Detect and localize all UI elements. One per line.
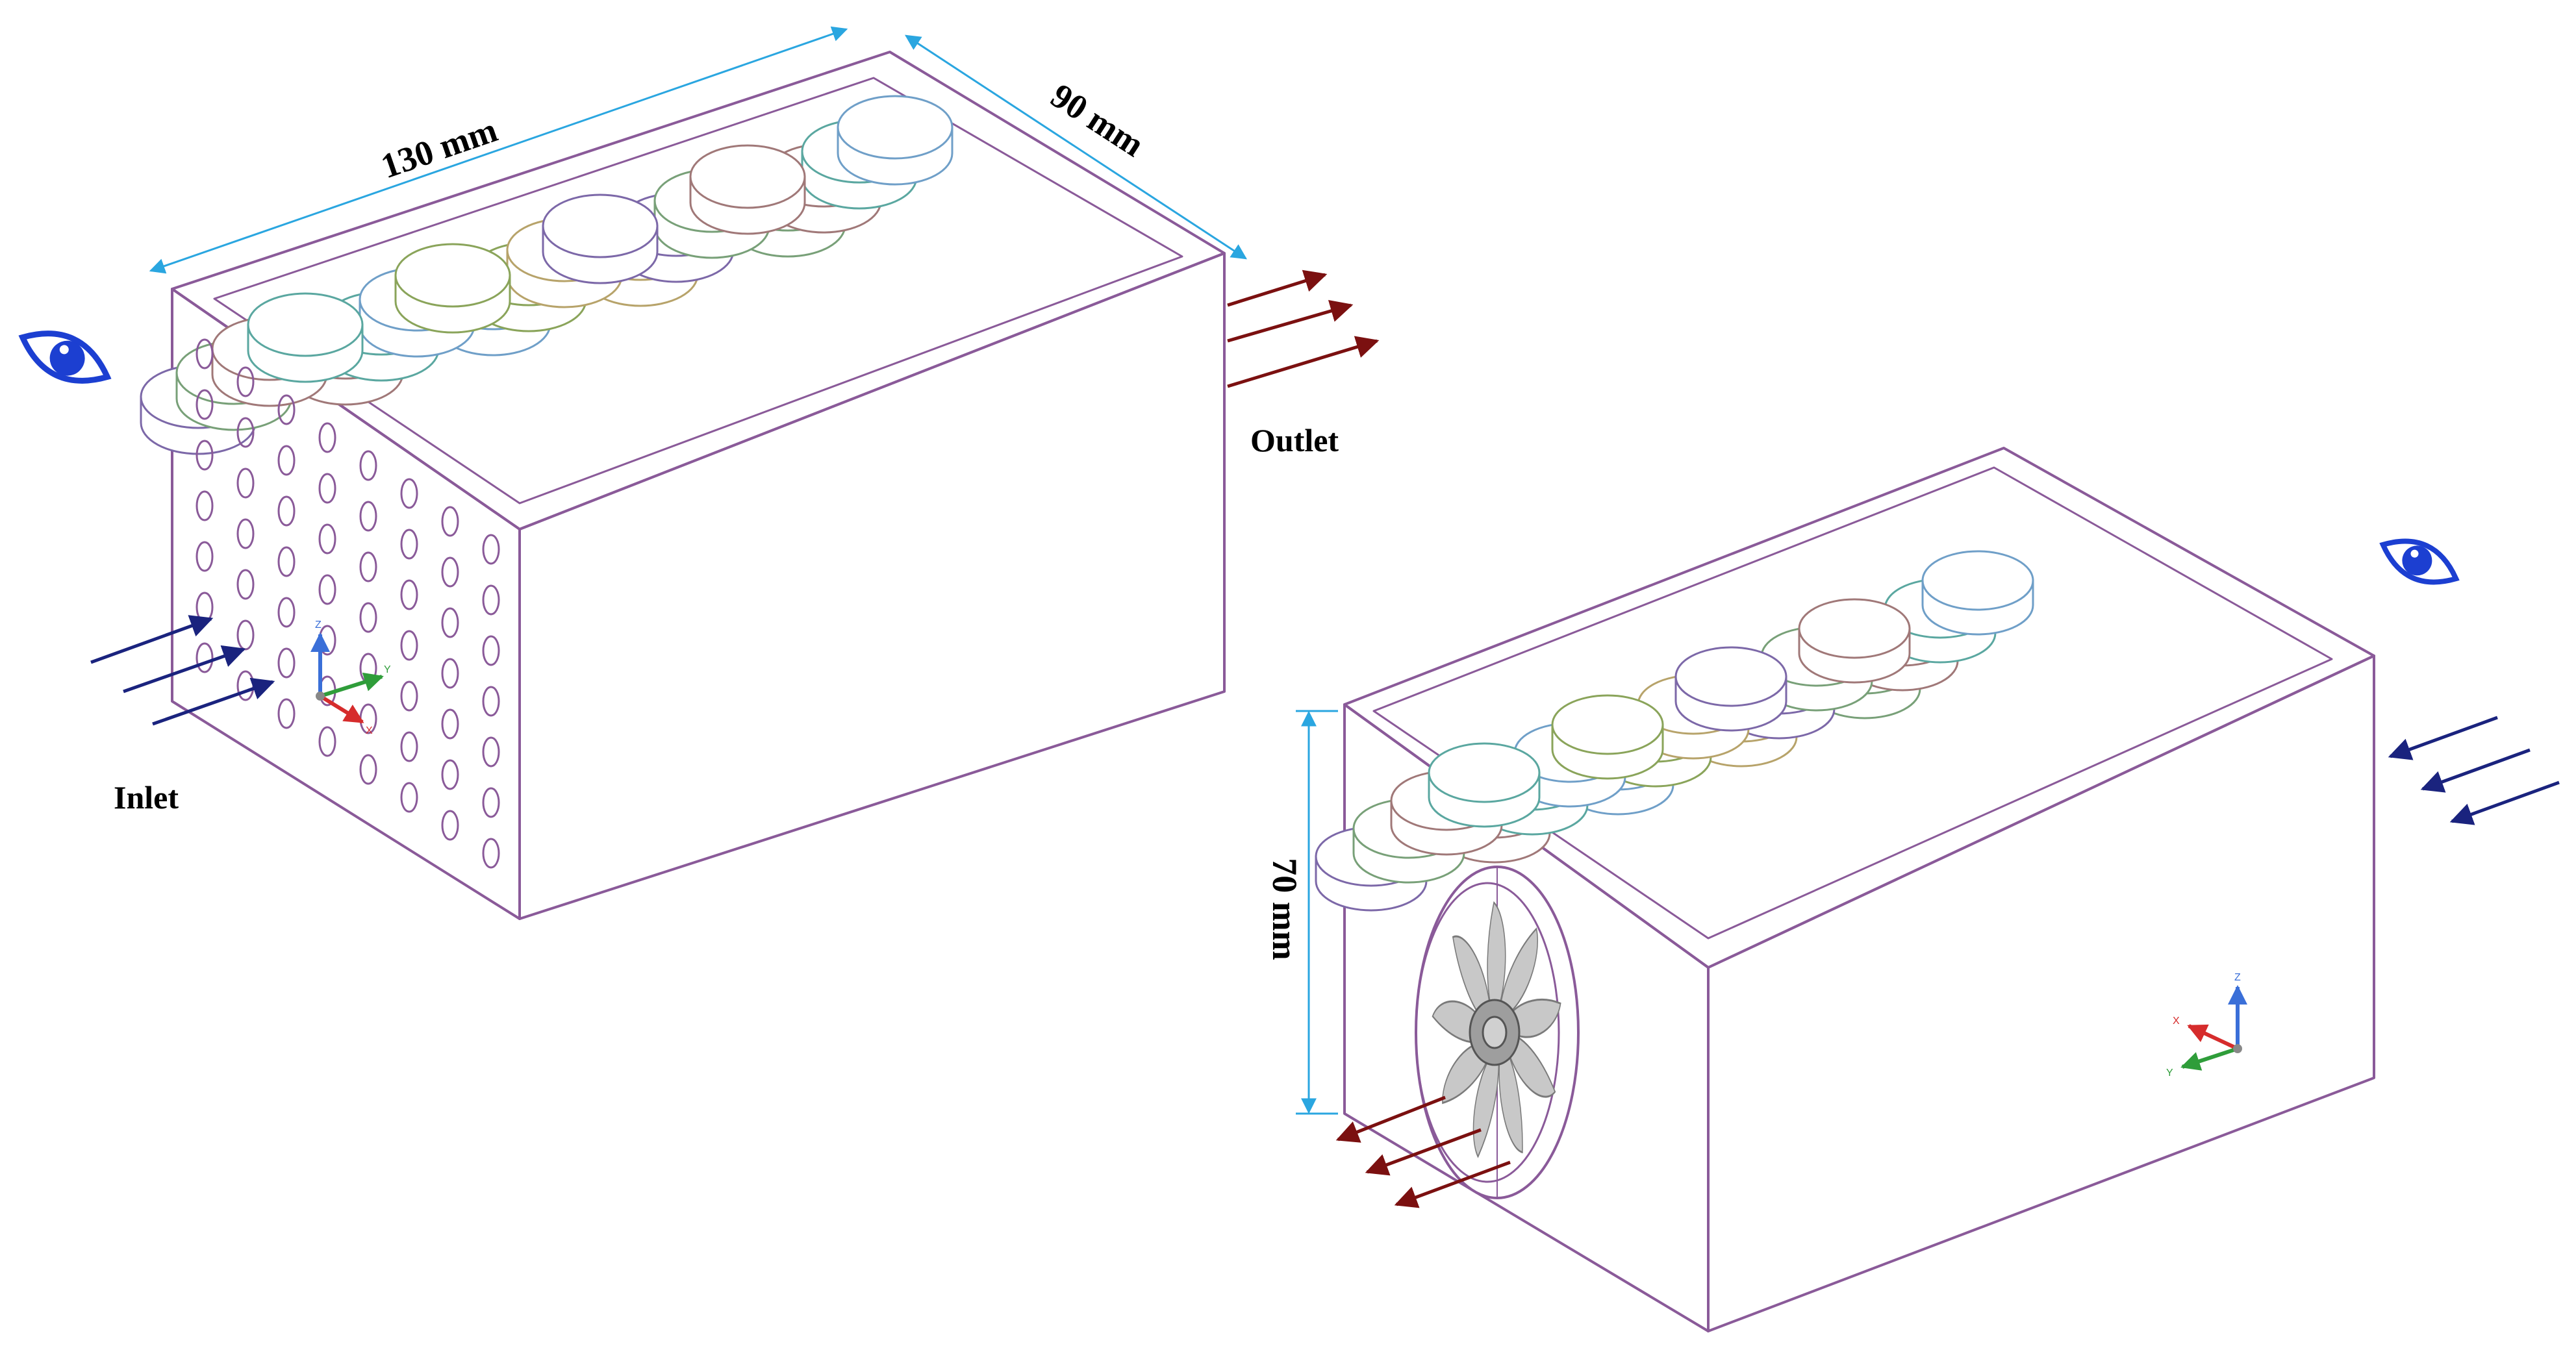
fan-outlet-arrows bbox=[1335, 1095, 1511, 1208]
axis-y-label: Y bbox=[2166, 1067, 2173, 1079]
battery-cell bbox=[394, 243, 511, 334]
perforation-hole bbox=[400, 680, 418, 712]
perforation-hole bbox=[400, 630, 418, 661]
perforation-hole bbox=[196, 541, 214, 572]
left-cell-array bbox=[140, 95, 953, 455]
perforation-hole bbox=[318, 422, 336, 453]
perforation-hole bbox=[318, 473, 336, 504]
inlet-arrows bbox=[90, 615, 275, 726]
perforation-hole bbox=[277, 394, 296, 425]
perforation-hole bbox=[482, 686, 500, 717]
battery-cell bbox=[837, 95, 953, 186]
perforation-hole bbox=[196, 338, 214, 369]
perforation-hole bbox=[400, 478, 418, 509]
perforation-hole bbox=[400, 529, 418, 560]
outlet-arrows bbox=[1227, 269, 1380, 388]
perforation-hole bbox=[277, 647, 296, 679]
width-label: 90 mm bbox=[1044, 76, 1151, 164]
perforation-hole bbox=[318, 726, 336, 757]
perforation-hole bbox=[196, 389, 214, 420]
fan-blade bbox=[1487, 901, 1506, 1014]
battery-cell bbox=[542, 193, 659, 284]
perforation-hole bbox=[482, 838, 500, 869]
perforation-hole bbox=[277, 597, 296, 628]
perforation-hole bbox=[359, 754, 377, 785]
perforation-hole bbox=[400, 579, 418, 610]
perforation-hole bbox=[318, 523, 336, 555]
perforation-hole bbox=[277, 445, 296, 476]
perforation-hole bbox=[441, 556, 459, 588]
fan-blade bbox=[1498, 1046, 1523, 1154]
perforation-hole bbox=[359, 551, 377, 582]
perforation-hole bbox=[482, 787, 500, 818]
perforation-hole bbox=[318, 574, 336, 605]
eye-icon bbox=[2379, 538, 2460, 585]
height-label: 70 mm bbox=[1265, 858, 1304, 960]
outlet-label: Outlet bbox=[1250, 422, 1339, 458]
battery-cell bbox=[1428, 742, 1541, 828]
axis-x-label: X bbox=[2173, 1016, 2180, 1027]
perforation-hole bbox=[277, 495, 296, 527]
fan-blade bbox=[1499, 927, 1538, 1019]
fan-icon bbox=[1415, 866, 1580, 1199]
axis-y-label: Y bbox=[384, 664, 391, 675]
perforation-hole bbox=[482, 635, 500, 666]
right-cell-array bbox=[1315, 550, 2034, 912]
axis-x-label: X bbox=[366, 725, 373, 736]
perforation-hole bbox=[441, 759, 459, 790]
far-inlet-arrows bbox=[2388, 716, 2560, 825]
right-module: 70 mm Z X Y bbox=[1265, 447, 2560, 1332]
battery-cell bbox=[1798, 598, 1911, 684]
perforation-hole bbox=[359, 602, 377, 633]
perforation-hole bbox=[482, 736, 500, 768]
perforation-hole bbox=[236, 468, 255, 499]
perforation-hole bbox=[196, 440, 214, 471]
eye-icon bbox=[18, 331, 112, 384]
perforation-hole bbox=[441, 708, 459, 740]
dimension-height: 70 mm bbox=[1265, 710, 1338, 1115]
fan-blade bbox=[1452, 935, 1492, 1025]
battery-cell bbox=[247, 292, 364, 383]
perforation-hole bbox=[196, 490, 214, 521]
axis-triad-right: Z X Y bbox=[2166, 972, 2247, 1079]
length-label: 130 mm bbox=[376, 110, 502, 186]
perforation-hole bbox=[441, 658, 459, 689]
perforation-hole bbox=[359, 501, 377, 532]
perforation-hole bbox=[400, 782, 418, 813]
right-box-outline bbox=[1343, 447, 2375, 1332]
perforation-hole bbox=[482, 584, 500, 616]
perforation-hole bbox=[236, 619, 255, 651]
battery-cell bbox=[1674, 646, 1787, 732]
perforation-hole bbox=[277, 698, 296, 729]
perforation-hole bbox=[196, 592, 214, 623]
perforation-hole bbox=[441, 810, 459, 841]
perforation-hole bbox=[359, 450, 377, 481]
battery-cell bbox=[1551, 694, 1664, 780]
perforation-hole bbox=[441, 506, 459, 537]
axis-triad-left: Z Y X bbox=[310, 619, 391, 736]
perforation-hole bbox=[236, 670, 255, 701]
battery-cell bbox=[1921, 550, 2034, 636]
battery-cell bbox=[689, 144, 806, 235]
perforation-hole bbox=[236, 417, 255, 448]
perforation-hole bbox=[236, 569, 255, 600]
left-module: 130 mm 90 mm Inlet Outlet bbox=[18, 26, 1380, 920]
perforation-hole bbox=[400, 731, 418, 762]
perforation-hole bbox=[441, 607, 459, 638]
perforation-holes bbox=[196, 338, 500, 869]
fan-blade bbox=[1505, 1032, 1556, 1098]
perforation-hole bbox=[236, 366, 255, 397]
perforation-hole bbox=[236, 518, 255, 549]
perforation-hole bbox=[196, 642, 214, 673]
inlet-label: Inlet bbox=[114, 779, 179, 816]
perforation-hole bbox=[482, 534, 500, 565]
dimension-width: 90 mm bbox=[904, 34, 1248, 260]
perforation-hole bbox=[277, 546, 296, 577]
axis-z-label: Z bbox=[2234, 972, 2241, 983]
axis-z-label: Z bbox=[315, 619, 322, 630]
